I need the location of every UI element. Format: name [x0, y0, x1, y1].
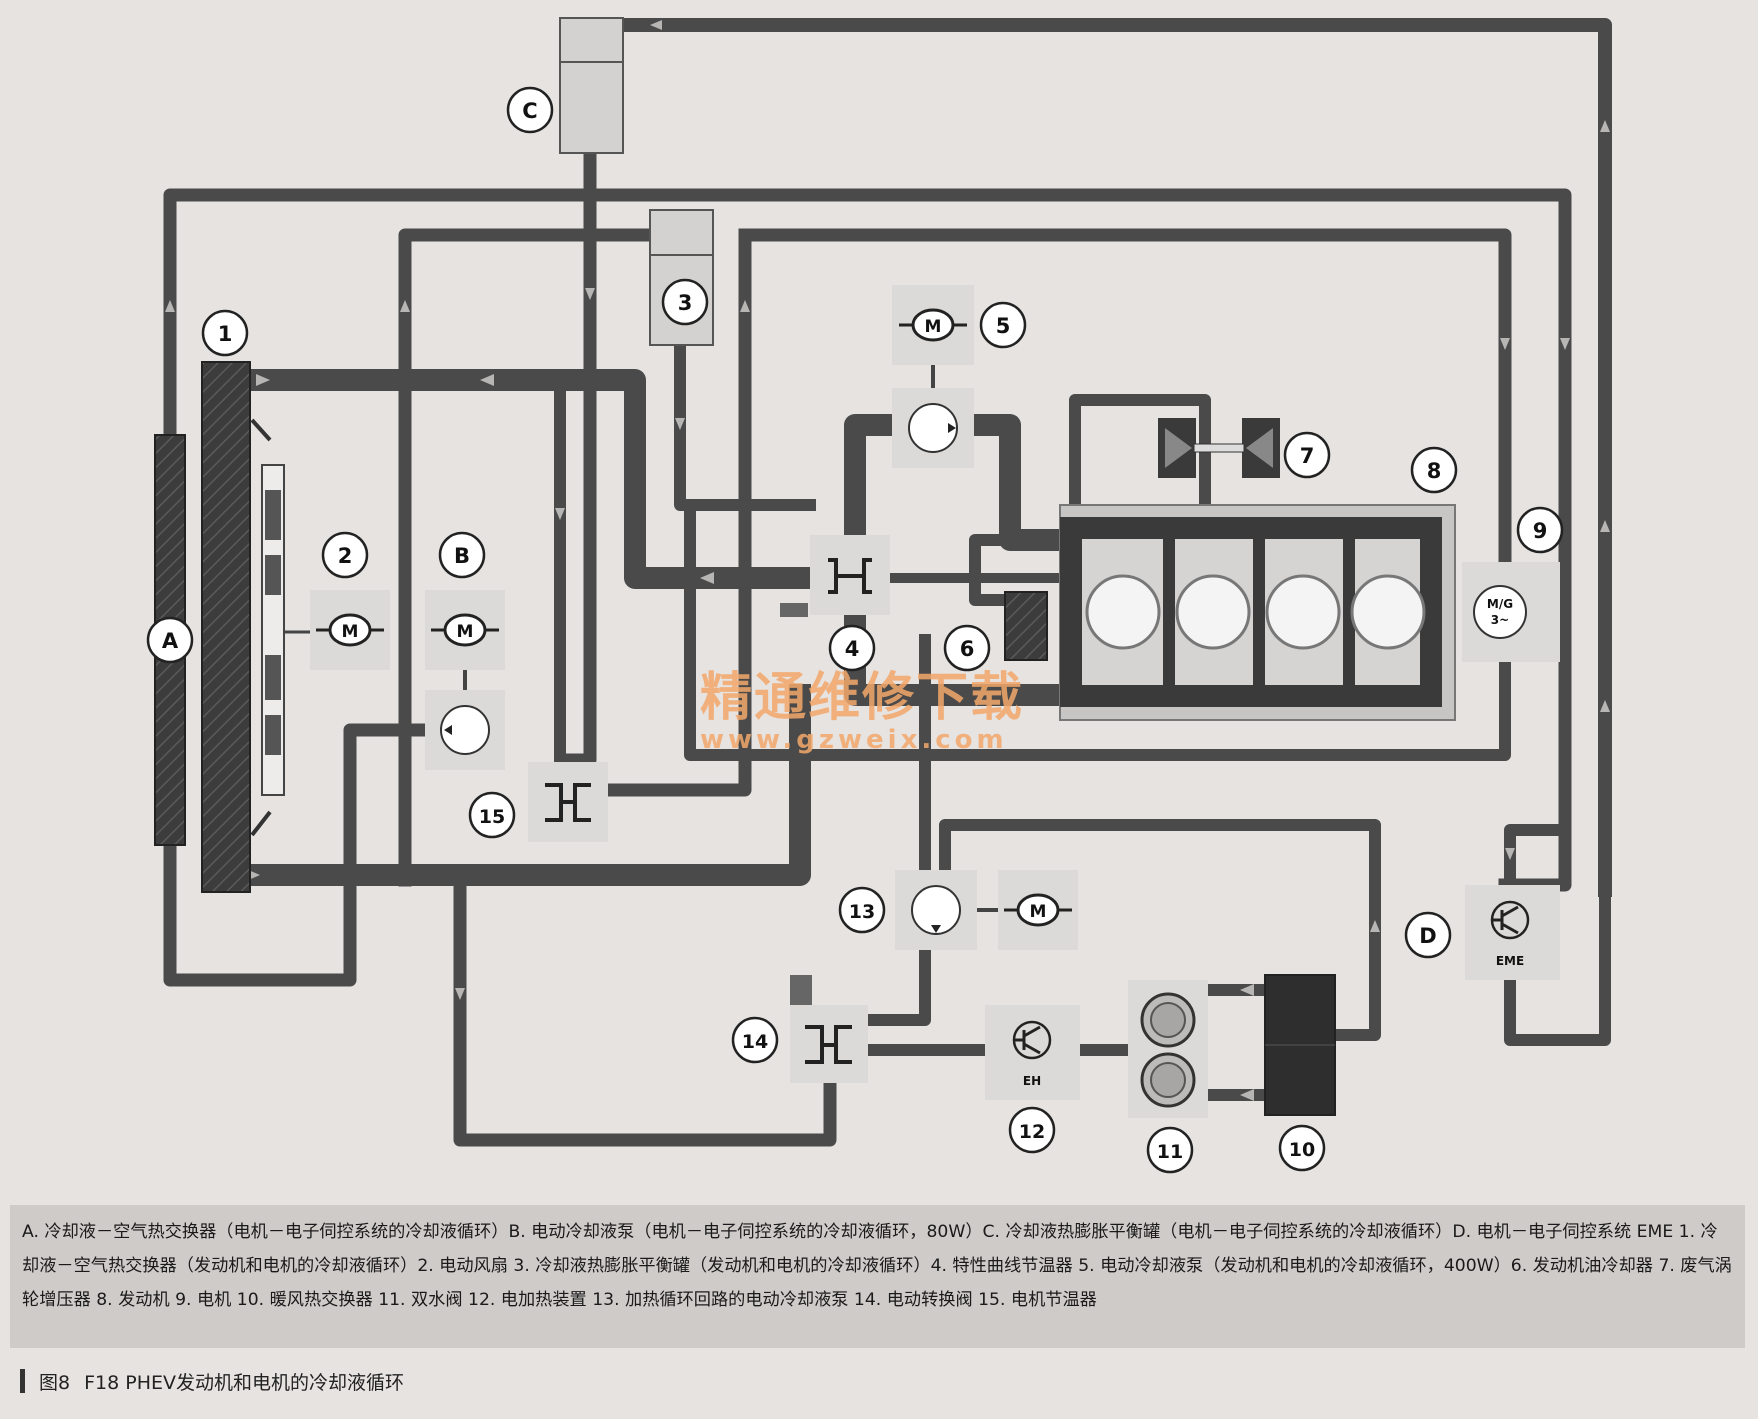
heater-eh-text: EH — [1023, 1074, 1041, 1088]
electric-pump-b: M — [425, 590, 505, 770]
pipe-tank-c-down — [563, 143, 597, 767]
thermostat-15 — [528, 762, 608, 842]
pipe-turbo-loop — [1069, 394, 1211, 536]
svg-text:14: 14 — [742, 1031, 768, 1053]
label-1: 1 — [201, 309, 249, 357]
svg-text:C: C — [522, 99, 537, 123]
figure-number: 图8 — [39, 1371, 71, 1394]
eme-d: EME — [1465, 885, 1560, 980]
turbocharger-7 — [1158, 418, 1280, 478]
figure-title-bar — [20, 1369, 25, 1393]
svg-text:11: 11 — [1157, 1141, 1183, 1163]
motor-generator-9: M/G 3~ — [1462, 562, 1560, 662]
label-4: 4 — [828, 624, 876, 672]
coolant-pipes — [163, 18, 1612, 1147]
heat-exchanger-1 — [201, 361, 251, 893]
label-9: 9 — [1516, 506, 1564, 554]
svg-text:13: 13 — [849, 901, 875, 923]
pipe-eme-bottom — [1504, 884, 1611, 1046]
pipe-pump13-down — [859, 944, 931, 1026]
svg-text:3: 3 — [678, 291, 693, 315]
pipe-heater10-out — [939, 819, 1381, 1041]
electric-fan-2: M — [250, 418, 390, 837]
label-7: 7 — [1283, 431, 1331, 479]
svg-text:A: A — [162, 629, 179, 653]
svg-text:2: 2 — [338, 544, 353, 568]
watermark: 精通维修下载 www.gzweix.com — [700, 667, 1024, 755]
label-c: C — [506, 86, 554, 134]
label-14: 14 — [731, 1016, 779, 1064]
legend-caption: A. 冷却液－空气热交换器（电机－电子伺控系统的冷却液循环）B. 电动冷却液泵（… — [10, 1205, 1745, 1348]
coolant-circuit-diagram: M M M — [146, 17, 1612, 1174]
mg-phase-text: 3~ — [1491, 613, 1509, 627]
figure-title: 图8 F18 PHEV发动机和电机的冷却液循环 — [20, 1366, 404, 1396]
svg-text:12: 12 — [1019, 1121, 1045, 1143]
pump5-motor-text: M — [925, 317, 942, 337]
callout-labels: C 3 1 2 B A 5 7 8 9 4 6 15 13 D 14 12 11… — [146, 86, 1564, 1174]
svg-text:B: B — [454, 544, 470, 568]
label-10: 10 — [1278, 1124, 1326, 1172]
pipe-oil-cooler — [969, 534, 1066, 606]
label-b: B — [438, 531, 486, 579]
oil-cooler-6 — [1004, 591, 1048, 661]
label-15: 15 — [468, 791, 516, 839]
pipe-pump5-in — [844, 414, 901, 551]
electric-heater-12: EH — [985, 1005, 1080, 1100]
engine-8 — [1059, 504, 1456, 721]
heating-pump-13: M — [895, 870, 1078, 950]
svg-text:4: 4 — [845, 637, 860, 661]
pipe-left-return — [603, 228, 752, 797]
label-6: 6 — [943, 624, 991, 672]
label-2: 2 — [321, 531, 369, 579]
svg-text:9: 9 — [1533, 519, 1548, 543]
pipe-tank3-down — [674, 329, 816, 511]
label-d: D — [1404, 911, 1452, 959]
figure-title-text: F18 PHEV发动机和电机的冷却液循环 — [84, 1371, 404, 1394]
eme-text: EME — [1496, 954, 1524, 968]
svg-text:5: 5 — [996, 314, 1011, 338]
pipe-lower-return — [684, 499, 1511, 761]
pipe-right-branch — [738, 228, 1512, 587]
mg-text: M/G — [1487, 597, 1513, 611]
pipe-heater-down — [453, 868, 837, 1147]
map-thermostat-4 — [780, 535, 890, 617]
pump13-motor-text: M — [1030, 902, 1047, 922]
pipe-radiator1-top — [239, 369, 821, 589]
label-3: 3 — [661, 278, 709, 326]
label-12: 12 — [1008, 1106, 1056, 1154]
pump-b-motor-text: M — [457, 622, 474, 642]
electric-changeover-valve-14 — [790, 975, 868, 1083]
svg-text:10: 10 — [1289, 1139, 1315, 1161]
pipe-eme-loop — [1504, 824, 1571, 891]
label-8: 8 — [1410, 446, 1458, 494]
label-13: 13 — [838, 886, 886, 934]
expansion-tank-c — [559, 17, 624, 154]
pipe-pump5-out — [969, 414, 1071, 551]
fan-motor-text: M — [342, 622, 359, 642]
double-valve-11 — [1128, 980, 1208, 1118]
electric-pump-5: M — [892, 285, 974, 468]
label-5: 5 — [979, 301, 1027, 349]
svg-text:6: 6 — [960, 637, 975, 661]
pipe-tank3-loop — [398, 228, 657, 887]
watermark-url: www.gzweix.com — [700, 725, 1008, 755]
svg-text:7: 7 — [1300, 444, 1315, 468]
svg-text:8: 8 — [1427, 459, 1442, 483]
svg-text:1: 1 — [218, 322, 233, 346]
label-11: 11 — [1146, 1126, 1194, 1174]
label-a: A — [146, 616, 194, 664]
watermark-cn: 精通维修下载 — [700, 667, 1024, 728]
svg-text:15: 15 — [479, 806, 505, 828]
pipe-a-bottom-loop — [163, 723, 427, 987]
pipe-tank-c-return — [613, 18, 1612, 897]
svg-text:D: D — [1419, 924, 1436, 948]
